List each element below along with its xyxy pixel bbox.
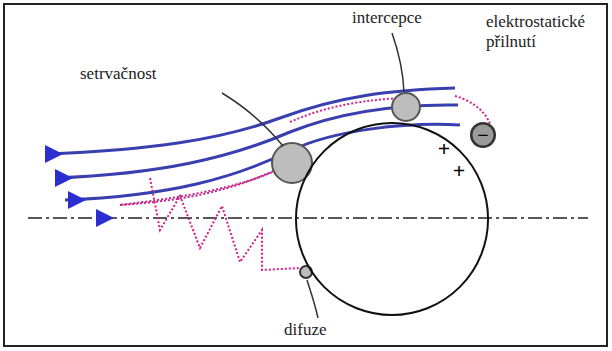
mechanism-label: intercepce [352, 8, 422, 28]
frame [4, 4, 607, 346]
charge-sign: + [453, 160, 466, 182]
charge-sign: + [438, 138, 451, 160]
charge-sign: − [477, 125, 488, 145]
particle-trajectories [120, 96, 490, 270]
mechanism-label: difuze [284, 320, 326, 340]
interception-particle [392, 93, 420, 121]
fiber-circle-outline [294, 121, 490, 317]
flow-arrowheads [45, 145, 114, 227]
charged-particle: − [471, 123, 495, 147]
mechanism-label: elektrostatické přilnutí [486, 12, 604, 51]
fiber-circle: ++ [294, 121, 490, 317]
streamlines [45, 88, 460, 200]
mechanism-label: setrvačnost [80, 64, 156, 84]
